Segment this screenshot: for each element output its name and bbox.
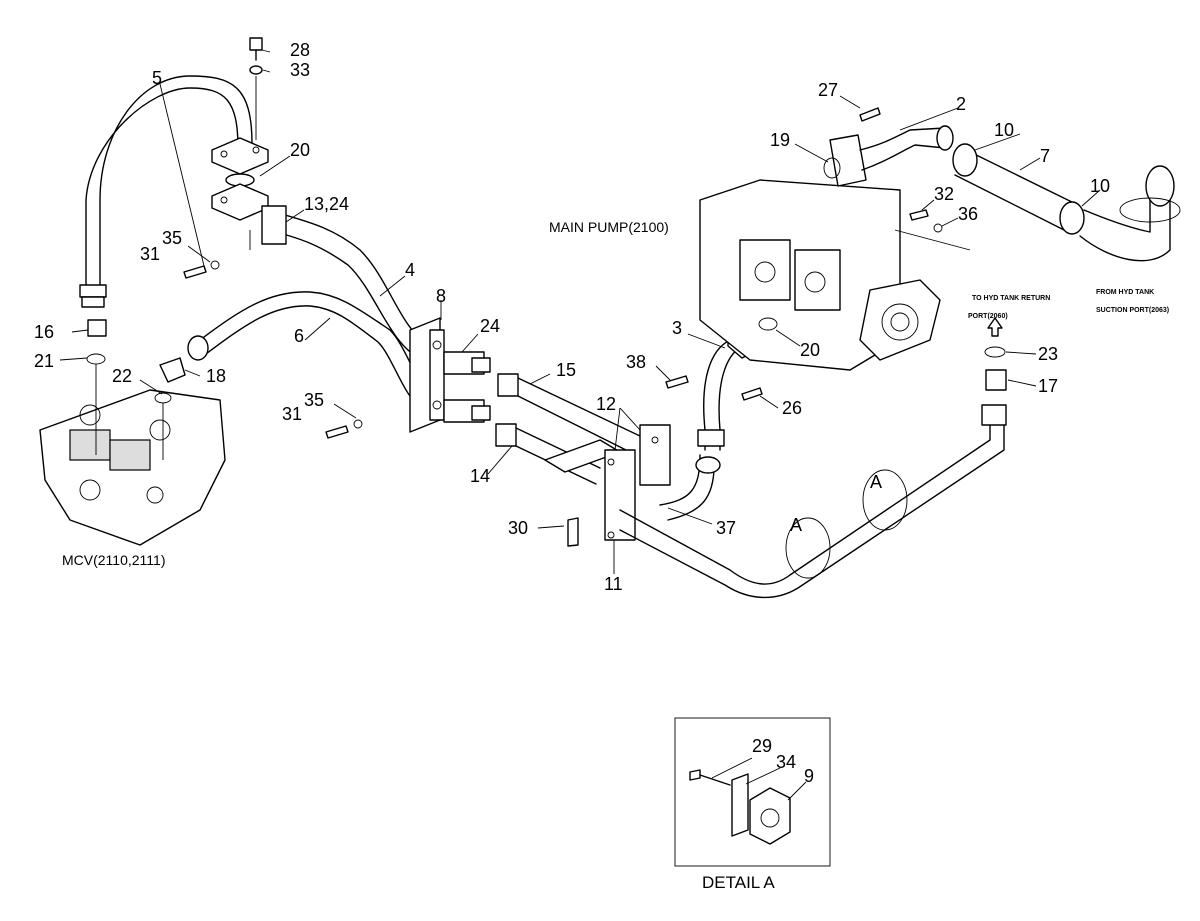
callout-17: 17	[1038, 376, 1058, 396]
callout-21: 21	[34, 351, 54, 371]
callout-16: 16	[34, 322, 54, 342]
label-section-a-2: A	[870, 472, 882, 492]
callout-2: 2	[956, 94, 966, 114]
clamp-12	[639, 424, 671, 486]
callout-23: 23	[1038, 344, 1058, 364]
pipe-6	[187, 291, 431, 409]
label-return-port-2: PORT(2060)	[968, 313, 1008, 320]
callout-26: 26	[782, 398, 802, 418]
callout-5: 5	[152, 68, 162, 88]
clamp-plate-8	[409, 317, 445, 433]
flange-block-20	[211, 137, 269, 221]
o-ring-23	[984, 346, 1006, 358]
o-ring-21	[86, 353, 106, 365]
return-pipe	[619, 404, 1007, 599]
callout-20a: 20	[290, 140, 310, 160]
callout-18: 18	[206, 366, 226, 386]
label-suction-port-1: FROM HYD TANK	[1096, 289, 1154, 296]
bolt-28	[249, 37, 263, 140]
label-detail-a: DETAIL A	[702, 873, 775, 892]
bracket-11	[544, 439, 636, 541]
label-return-port-1: TO HYD TANK RETURN	[972, 295, 1050, 302]
label-main-pump: MAIN PUMP(2100)	[549, 219, 669, 235]
fittings-24	[443, 351, 491, 423]
callout-37: 37	[716, 518, 736, 538]
callout-10a: 10	[994, 120, 1014, 140]
main-pump	[699, 179, 971, 371]
callout-13-24: 13,24	[304, 194, 349, 214]
callout-28: 28	[290, 40, 310, 60]
callout-30: 30	[508, 518, 528, 538]
detail-a-box	[674, 717, 831, 867]
callout-15: 15	[556, 360, 576, 380]
callout-7: 7	[1040, 146, 1050, 166]
adapter-17	[985, 369, 1007, 391]
elbow-18	[159, 357, 186, 383]
callout-8: 8	[436, 286, 446, 306]
callout-22: 22	[112, 366, 132, 386]
label-suction-port-2: SUCTION PORT(2063)	[1096, 307, 1169, 314]
label-section-a-1: A	[790, 515, 802, 535]
callout-35a: 35	[162, 228, 182, 248]
callout-20b: 20	[800, 340, 820, 360]
callout-9: 9	[804, 766, 814, 786]
callout-38: 38	[626, 352, 646, 372]
callout-31b: 31	[282, 404, 302, 424]
callout-14: 14	[470, 466, 490, 486]
pipe-2	[829, 125, 954, 187]
pipe-4	[249, 205, 431, 359]
callout-31a: 31	[140, 244, 160, 264]
callout-34: 34	[776, 752, 796, 772]
callout-32: 32	[934, 184, 954, 204]
hose-15	[497, 373, 641, 453]
callout-36: 36	[958, 204, 978, 224]
callout-19: 19	[770, 130, 790, 150]
callout-27: 27	[818, 80, 838, 100]
callout-11: 11	[604, 574, 623, 594]
label-mcv: MCV(2110,2111)	[62, 552, 166, 568]
bolts	[183, 107, 943, 547]
leader-lines	[59, 49, 1101, 574]
callout-33: 33	[290, 60, 310, 80]
callout-10b: 10	[1090, 176, 1110, 196]
text-labels: MAIN PUMP(2100) MCV(2110,2111) TO HYD TA…	[34, 40, 1169, 892]
callout-24: 24	[480, 316, 500, 336]
callout-35b: 35	[304, 390, 324, 410]
callout-3: 3	[672, 318, 682, 338]
fitting-16	[87, 319, 107, 337]
callout-6: 6	[294, 326, 304, 346]
callout-29: 29	[752, 736, 772, 756]
callout-12: 12	[596, 394, 616, 414]
control-valve-mcv	[39, 389, 226, 546]
pipe-5	[79, 75, 253, 308]
callout-4: 4	[405, 260, 415, 280]
pipe-7	[952, 143, 1181, 262]
